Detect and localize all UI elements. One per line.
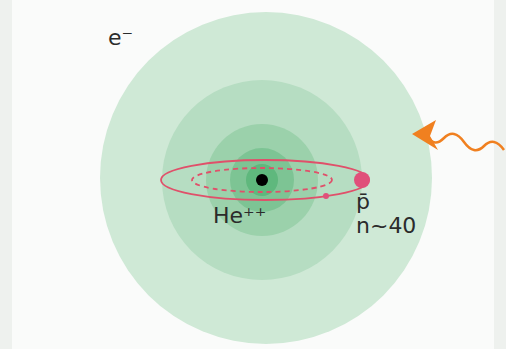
orbit-ellipse-dashed xyxy=(192,168,332,192)
helium-label: He⁺⁺ xyxy=(213,204,266,228)
photon-wave xyxy=(428,134,504,150)
antiproton-dot xyxy=(354,172,370,188)
quantum-number-label: n~40 xyxy=(356,214,416,238)
antiproton-dot-small xyxy=(323,193,329,199)
electron-cloud-middle xyxy=(162,80,362,280)
electron-cloud-inner xyxy=(206,124,318,236)
panel xyxy=(12,0,494,349)
nucleus xyxy=(256,174,268,186)
photon-arrowhead xyxy=(412,120,438,150)
electron-label: e⁻ xyxy=(108,26,133,50)
orbit-ellipse xyxy=(161,160,369,200)
electron-cloud-outer xyxy=(100,12,432,344)
electron-cloud-core xyxy=(230,148,294,212)
antiproton-label: p̄ xyxy=(356,190,370,214)
